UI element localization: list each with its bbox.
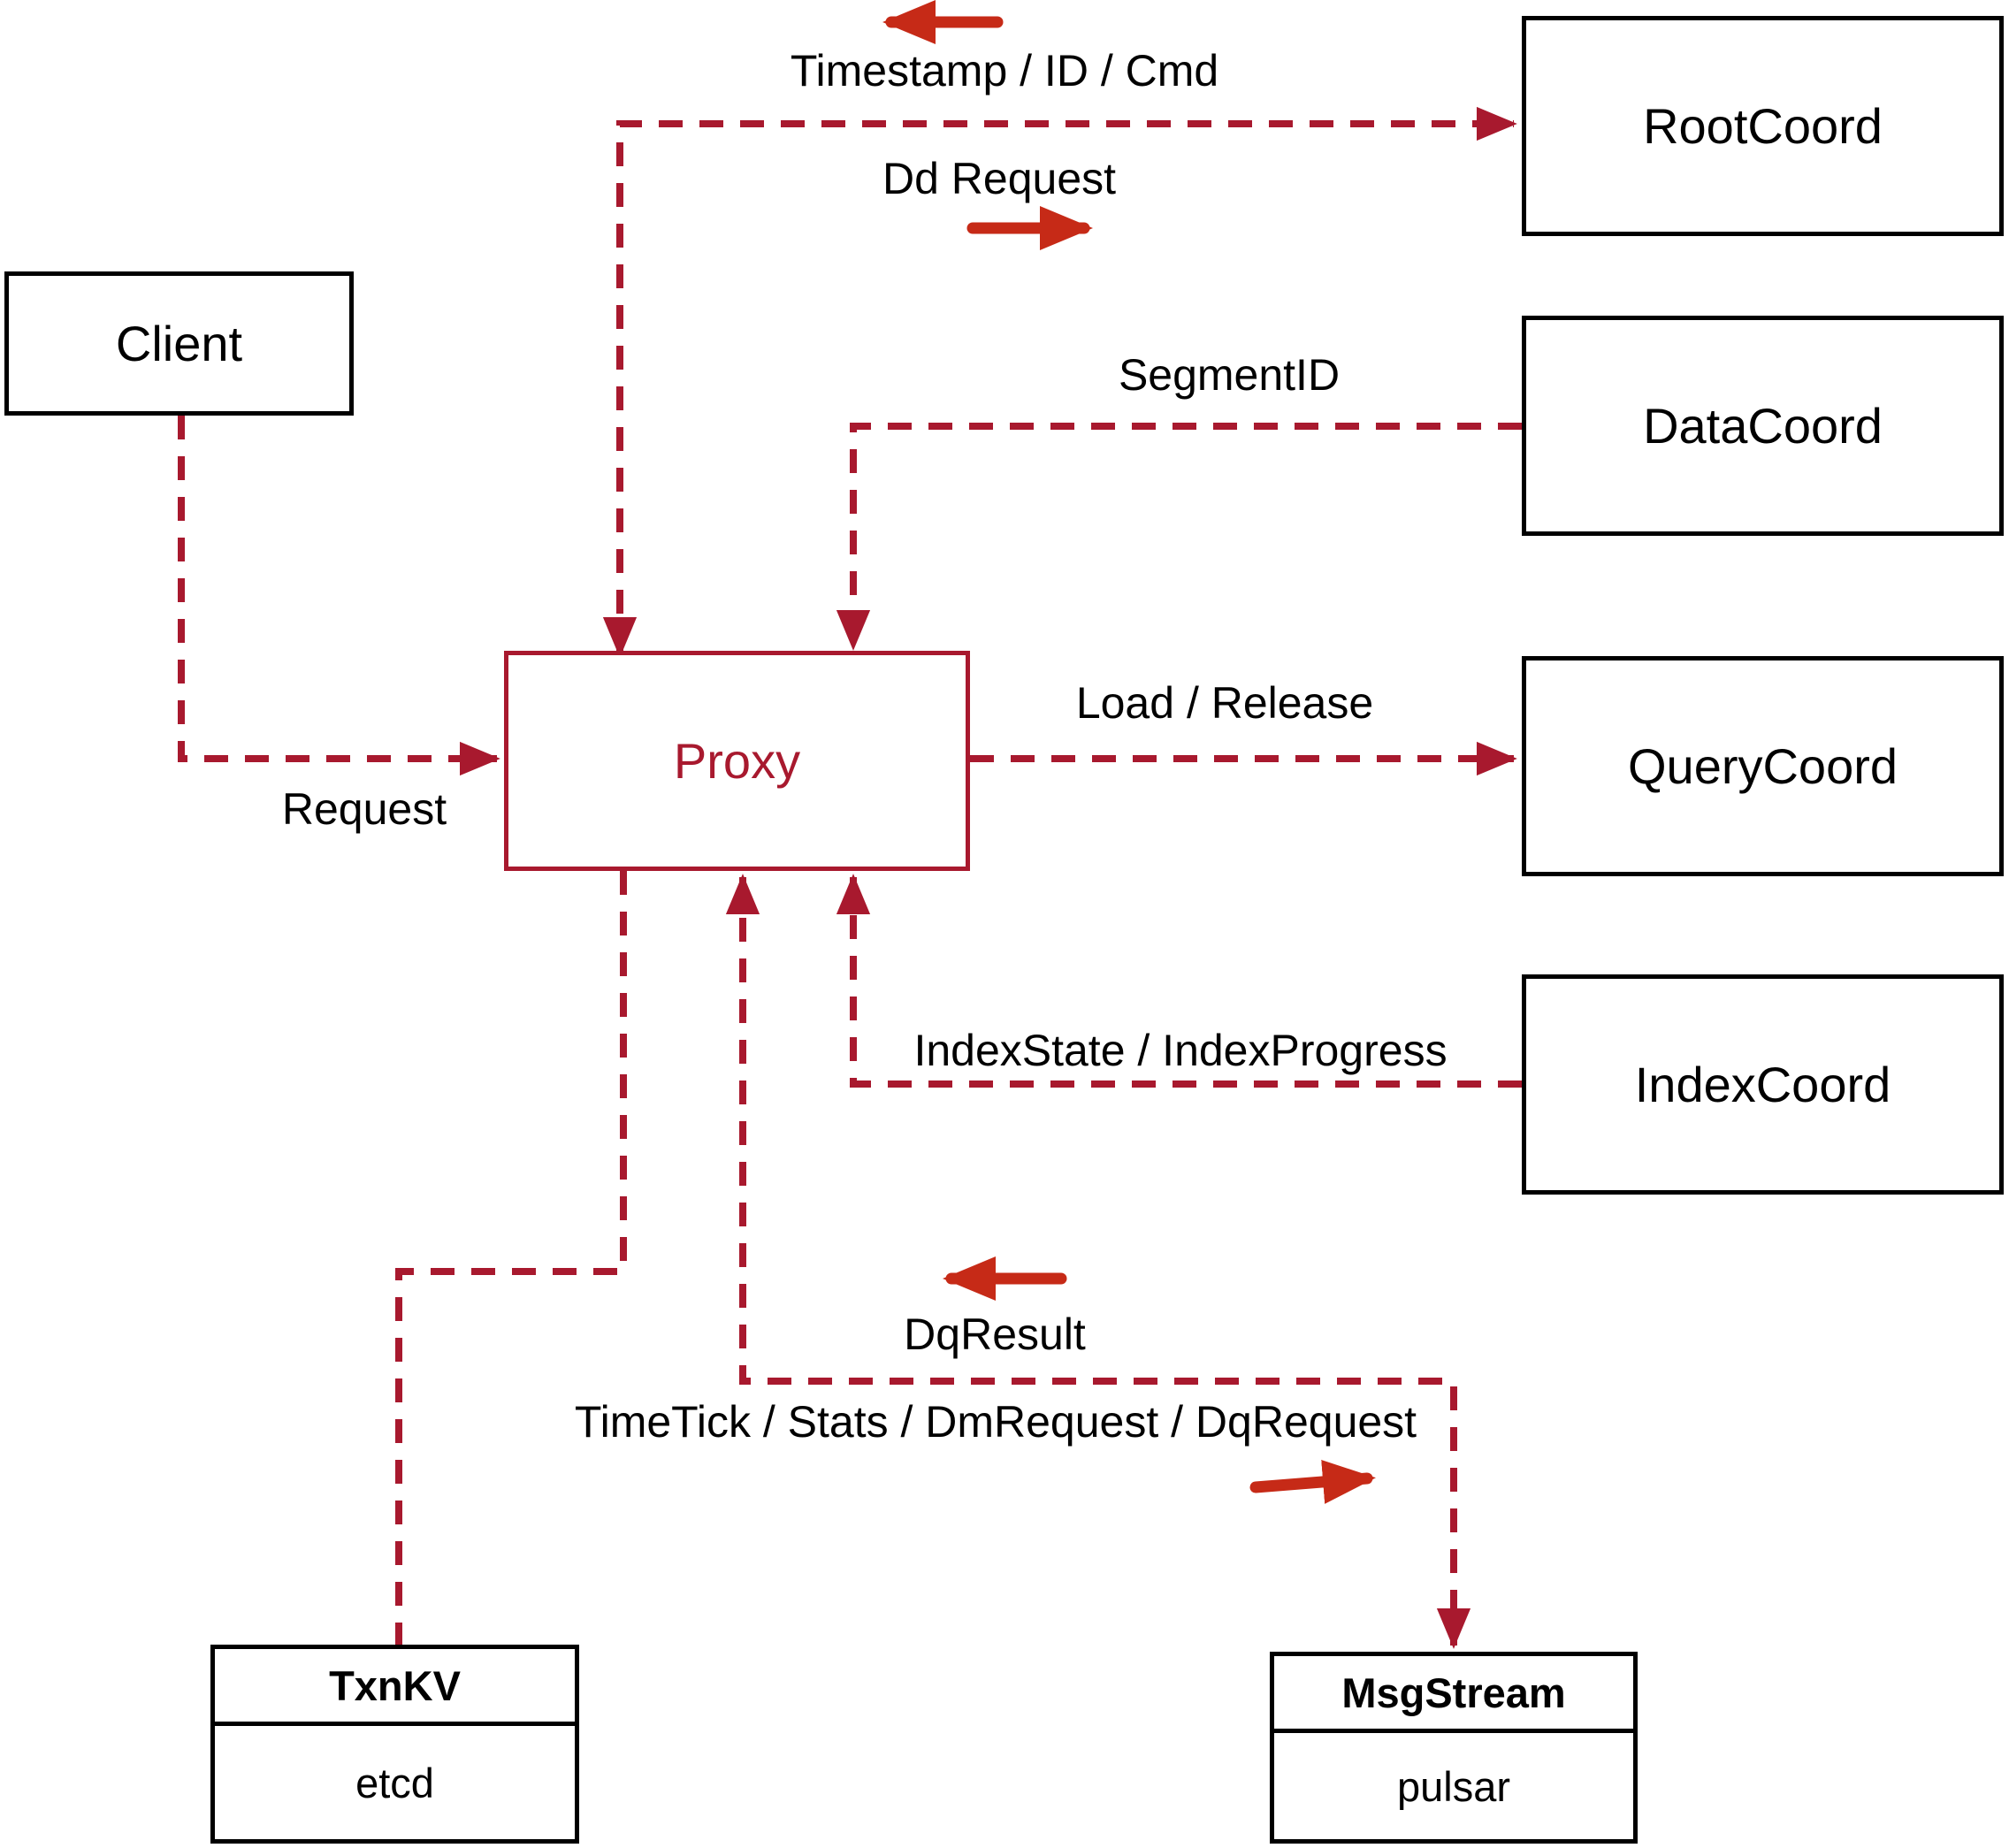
node-datacoord-label: DataCoord [1643,398,1883,454]
edge-label-index-state: IndexState / IndexProgress [913,1026,1448,1075]
edge-label-load-release: Load / Release [1075,678,1374,728]
edge-label-segment-id: SegmentID [1118,350,1341,400]
node-msgstream-impl: pulsar [1396,1762,1510,1810]
node-proxy-label: Proxy [673,733,801,789]
edge-label-time-tick: TimeTick / Stats / DmRequest / DqRequest [574,1397,1417,1447]
edge-label-dq-result: DqResult [904,1310,1086,1359]
node-client-label: Client [115,316,243,371]
node-msgstream: MsgStream pulsar [1270,1652,1638,1844]
edge-proxy-txnkv [395,871,627,1645]
edge-proxy-msgstream [725,874,1471,1649]
node-txnkv-title: TxnKV [215,1649,575,1726]
node-msgstream-title: MsgStream [1274,1656,1633,1733]
edge-label-request: Request [281,784,447,834]
node-client: Client [4,271,354,416]
edge-proxy-rootcoord [602,106,1517,658]
node-indexcoord: IndexCoord [1522,974,2004,1195]
node-querycoord: QueryCoord [1522,656,2004,876]
direction-right-arrow-icon-time-tick [1249,1460,1376,1504]
edge-client-proxy [178,416,500,776]
node-querycoord-label: QueryCoord [1627,738,1898,794]
edge-label-timestamp-id-cmd: Timestamp / ID / Cmd [790,46,1219,95]
node-proxy: Proxy [504,651,970,871]
node-datacoord: DataCoord [1522,316,2004,536]
node-txnkv-impl: etcd [355,1759,434,1806]
edge-label-dd-request: Dd Request [882,154,1117,203]
node-txnkv: TxnKV etcd [210,1645,579,1844]
node-indexcoord-label: IndexCoord [1634,1057,1891,1112]
edge-datacoord-proxy [836,423,1522,651]
node-rootcoord: RootCoord [1522,16,2004,236]
node-rootcoord-label: RootCoord [1643,98,1883,154]
